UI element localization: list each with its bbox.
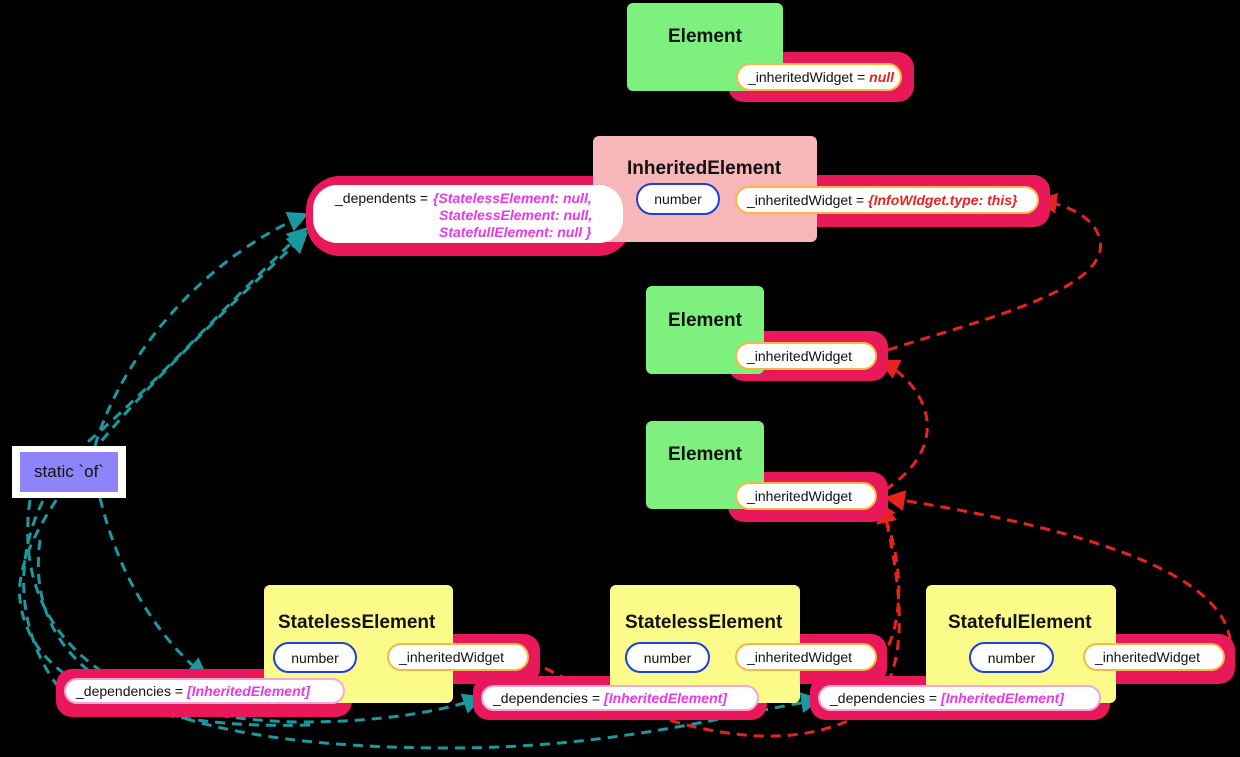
dependents-line-3: StatefullElement: null } xyxy=(439,224,592,240)
stateless1-number-field: number xyxy=(273,642,357,673)
sf-deps-value: [InheritedElement] xyxy=(941,690,1064,706)
stateless2-inherited-widget-field: _inheritedWidget xyxy=(735,643,877,671)
dependents-line-1: {StatelessElement: null, xyxy=(433,190,592,206)
stateful-title: StatefulElement xyxy=(948,612,1092,633)
sf-deps-label: _dependencies = xyxy=(830,690,938,706)
s1-deps-label: _dependencies = xyxy=(76,683,184,699)
stateless1-inherited-widget-field: _inheritedWidget xyxy=(387,643,529,671)
root-field-label: _inheritedWidget = xyxy=(748,69,866,85)
s2-deps-label: _dependencies = xyxy=(493,690,601,706)
stateless2-dependencies-field: _dependencies = [InheritedElement] xyxy=(481,685,759,711)
stateful-number-field: number xyxy=(969,642,1054,673)
mid2-inherited-widget-field: _inheritedWidget xyxy=(735,482,877,510)
root-element-title: Element xyxy=(668,26,742,47)
root-field-value: null xyxy=(869,69,895,85)
stateless2-title: StatelessElement xyxy=(625,612,783,633)
dependents-line-2: StatelessElement: null, xyxy=(439,207,593,223)
static-of-label: static `of` xyxy=(20,452,118,492)
dependents-label: _dependents = xyxy=(335,190,429,206)
inherited-field-value: {InfoWIdget.type: this} xyxy=(868,192,1018,208)
teal-arrow-of-to-dependents-3 xyxy=(18,232,311,727)
s2-deps-value: [InheritedElement] xyxy=(604,690,727,706)
red-arrow-mid1-to-inherited xyxy=(887,192,1102,352)
teal-arrow-of-to-dependents-1 xyxy=(93,211,309,447)
s1-deps-value: [InheritedElement] xyxy=(187,683,310,699)
element-mid2-title: Element xyxy=(668,444,742,465)
red-arrow-stateful-to-mid2 xyxy=(883,490,1232,641)
inherited-number-field: number xyxy=(636,183,720,215)
red-arrow-stateless2-to-mid2 xyxy=(875,500,901,661)
inherited-field-label: _inheritedWidget = xyxy=(747,192,865,208)
stateless2-number-field: number xyxy=(625,642,710,673)
dependents-field: _dependents = {StatelessElement: null, S… xyxy=(313,185,623,243)
element-mid1-title: Element xyxy=(668,310,742,331)
red-arrow-mid2-to-mid1 xyxy=(878,359,929,492)
root-inherited-widget-field: _inheritedWidget = null xyxy=(736,63,902,91)
teal-arrow-of-to-dependents-2 xyxy=(22,227,309,702)
stateless1-title: StatelessElement xyxy=(278,612,436,633)
stateful-dependencies-field: _dependencies = [InheritedElement] xyxy=(818,685,1101,711)
mid1-inherited-widget-field: _inheritedWidget xyxy=(735,342,877,370)
stateless1-dependencies-field: _dependencies = [InheritedElement] xyxy=(64,678,345,704)
teal-arrow-of-to-deps1 xyxy=(98,497,209,679)
stateful-inherited-widget-field: _inheritedWidget xyxy=(1083,643,1225,671)
inherited-element-title: InheritedElement xyxy=(627,158,782,179)
static-of-box: static `of` xyxy=(12,446,126,498)
inherited-widget-field: _inheritedWidget = {InfoWIdget.type: thi… xyxy=(735,186,1039,214)
